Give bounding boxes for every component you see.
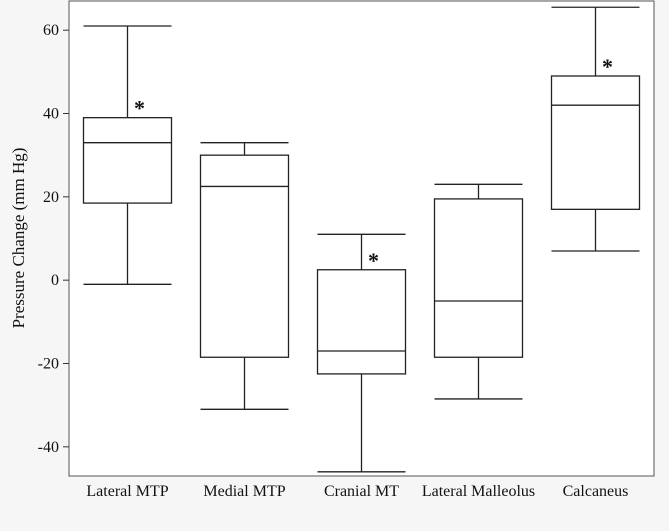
box-1: * <box>82 25 173 285</box>
y-tick-label: -40 <box>38 439 59 456</box>
boxes: * * * <box>82 6 641 473</box>
significance-marker: * <box>134 96 145 121</box>
y-axis-title: Pressure Change (mm Hg) <box>9 148 28 329</box>
box-iqr <box>82 117 173 204</box>
x-category-label: Lateral Malleolus <box>422 483 535 500</box>
box-iqr <box>199 154 290 358</box>
box-2 <box>199 142 290 410</box>
box-iqr <box>316 269 407 375</box>
y-axis: 60 40 20 0 -20 -40 <box>38 22 69 456</box>
y-tick-label: 60 <box>43 22 59 39</box>
significance-marker: * <box>602 54 613 79</box>
x-category-label: Cranial MT <box>324 483 399 500</box>
y-tick-label: 40 <box>43 106 59 123</box>
box-3: * <box>316 233 407 473</box>
box-5: * <box>550 6 641 252</box>
x-category-label: Lateral MTP <box>86 483 168 500</box>
box-iqr <box>433 198 524 358</box>
x-axis: Lateral MTP Medial MTP Cranial MT Lateral M… <box>86 483 628 500</box>
y-tick-label: 20 <box>43 189 59 206</box>
x-category-label: Medial MTP <box>203 483 285 500</box>
y-tick-label: 0 <box>51 272 59 289</box>
x-category-label: Calcaneus <box>563 483 629 500</box>
significance-marker: * <box>368 248 379 273</box>
box-4 <box>433 183 524 400</box>
box-iqr <box>550 75 641 210</box>
y-tick-label: -20 <box>38 356 59 373</box>
